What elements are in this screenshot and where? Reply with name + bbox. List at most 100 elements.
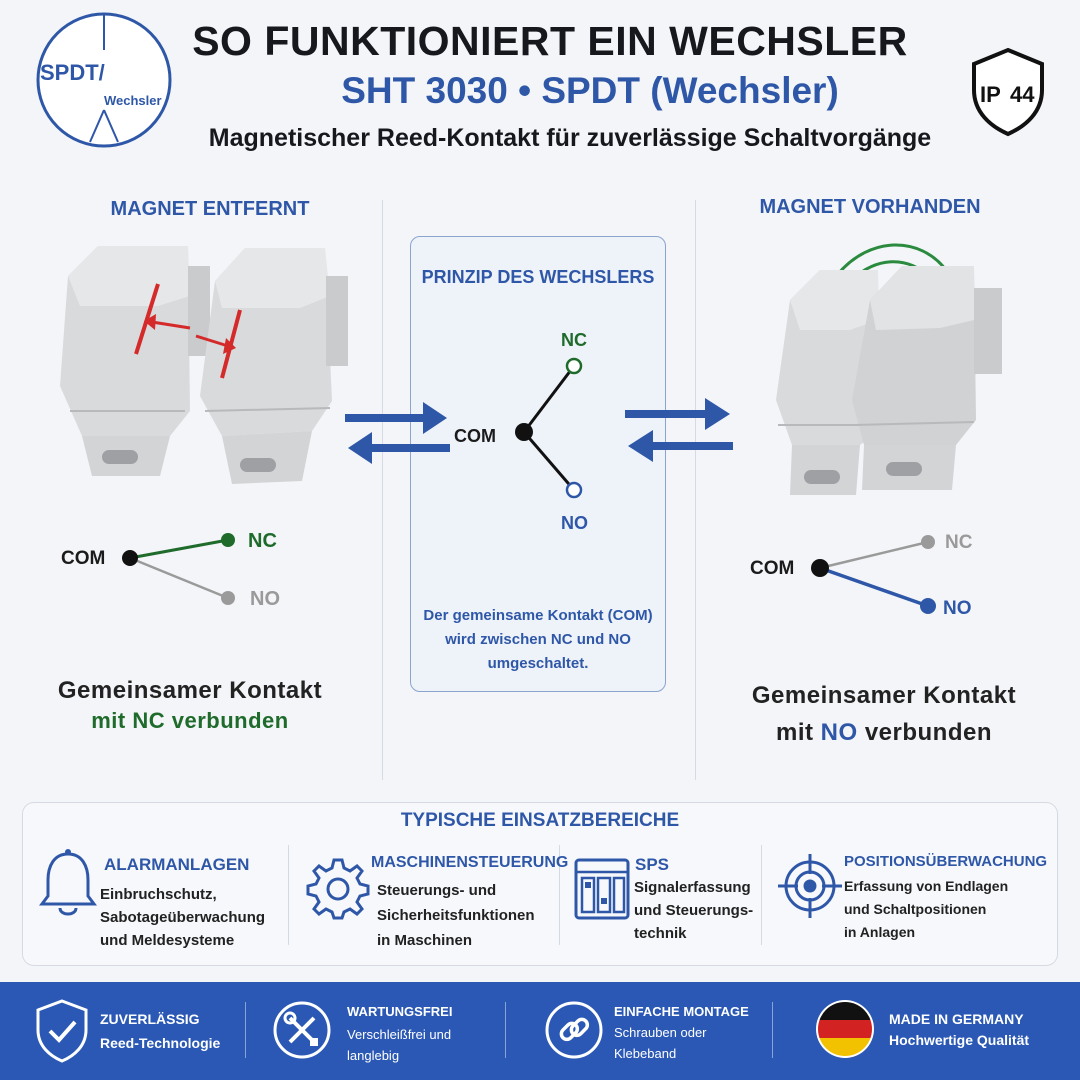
app-heading-machine: MASCHINENSTEUERUNG bbox=[371, 854, 569, 871]
column-divider-right bbox=[695, 200, 696, 780]
separation-arrow-right bbox=[195, 334, 236, 354]
center-nc-label: NC bbox=[561, 330, 587, 350]
com-node bbox=[122, 550, 138, 566]
right-state-highlight: NO bbox=[820, 719, 858, 746]
app-text-line: Einbruchschutz, bbox=[100, 886, 217, 903]
app-text-line: in Maschinen bbox=[377, 932, 473, 949]
spdt-logo: SPDT/ Wechsler bbox=[34, 10, 174, 150]
right-no-label: NO bbox=[943, 598, 972, 619]
magnet-removed-heading: MAGNET ENTFERNT bbox=[110, 198, 310, 220]
footer-text-line: langlebig bbox=[347, 1048, 400, 1063]
app-text-machine: Steuerungs- und Sicherheitsfunktionen in… bbox=[377, 878, 557, 953]
right-state-pre: mit bbox=[775, 719, 821, 746]
left-switch-diagram bbox=[40, 518, 360, 618]
shield-icon: IP 44 bbox=[972, 47, 1044, 137]
left-state-line1: Gemeinsamer Kontakt bbox=[57, 677, 323, 704]
right-state-line1: Gemeinsamer Kontakt bbox=[751, 682, 1017, 709]
center-no-label: NO bbox=[561, 513, 588, 533]
magnet-field-outer bbox=[836, 243, 948, 275]
magnet-marker-left bbox=[134, 283, 160, 355]
right-state-post: verbunden bbox=[857, 719, 993, 746]
app-heading-position: POSITIONSÜBERWACHUNG bbox=[844, 853, 1048, 870]
app-heading-sps: SPS bbox=[635, 855, 670, 874]
app-text-line: und Meldesysteme bbox=[100, 932, 235, 949]
app-text-line: Erfassung von Endlagen bbox=[844, 878, 1009, 894]
footer-text-maintenance: Verschleißfrei und langlebig bbox=[347, 1024, 451, 1066]
left-state-highlight: NC bbox=[132, 708, 166, 733]
logo-subtext: Wechsler bbox=[104, 93, 162, 108]
right-state-line2: mit NO verbunden bbox=[714, 714, 1054, 751]
footer-heading-reliable: ZUVERLÄSSIG bbox=[100, 1011, 200, 1027]
app-text-line: und Schaltpositionen bbox=[844, 901, 987, 917]
center-com-node bbox=[515, 423, 533, 441]
page-subtitle: SHT 3030 • SPDT (Wechsler) bbox=[341, 70, 839, 111]
footer-text-reliable: Reed-Technologie bbox=[100, 1035, 221, 1051]
app-text-line: Sabotageüberwachung bbox=[100, 909, 266, 926]
chain-link-icon bbox=[544, 1000, 604, 1060]
applications-heading: TYPISCHE EINSATZBEREICHE bbox=[400, 810, 680, 831]
app-text-line: Sicherheitsfunktionen bbox=[377, 907, 535, 924]
applications-divider bbox=[559, 845, 560, 945]
principle-description-line: Der gemeinsame Kontakt (COM) bbox=[423, 607, 653, 624]
right-com-label: COM bbox=[750, 558, 795, 579]
principle-description: Der gemeinsame Kontakt (COM) wird zwisch… bbox=[410, 604, 666, 676]
tools-icon bbox=[272, 1000, 332, 1060]
footer-divider bbox=[505, 1002, 506, 1058]
app-text-line: in Anlagen bbox=[844, 924, 916, 940]
left-state-text: Gemeinsamer Kontakt mit NC verbunden bbox=[20, 676, 360, 736]
germany-flag-icon bbox=[814, 998, 876, 1060]
principle-heading: PRINZIP DES WECHSLERS bbox=[421, 267, 655, 287]
app-text-line: Signalerfassung bbox=[634, 879, 751, 896]
footer-text-germany: Hochwertige Qualität bbox=[889, 1032, 1030, 1048]
footer-heading-maintenance: WARTUNGSFREI bbox=[347, 1004, 453, 1019]
magnet-present-heading: MAGNET VORHANDEN bbox=[759, 196, 981, 218]
principle-description-line: wird zwischen NC und NO bbox=[445, 631, 631, 648]
left-nc-label: NC bbox=[248, 530, 277, 552]
nc-node bbox=[221, 533, 235, 547]
page-tagline: Magnetischer Reed-Kontakt für zuverlässi… bbox=[208, 124, 932, 152]
app-text-line: und Steuerungs- bbox=[634, 902, 754, 919]
principle-description-line: umgeschaltet. bbox=[487, 655, 589, 672]
center-com-label: COM bbox=[454, 426, 496, 446]
right-state-text: Gemeinsamer Kontakt mit NO verbunden bbox=[714, 677, 1054, 751]
com-node bbox=[811, 559, 829, 577]
left-state-post: verbunden bbox=[165, 708, 289, 733]
switch-arrows-left bbox=[345, 400, 450, 466]
applications-divider bbox=[761, 845, 762, 945]
app-heading-alarm: ALARMANLAGEN bbox=[104, 855, 250, 874]
principle-switch-diagram bbox=[410, 330, 666, 530]
shield-check-icon bbox=[34, 998, 90, 1064]
center-nc-node bbox=[565, 357, 583, 375]
logo-text: SPDT/ bbox=[40, 60, 105, 85]
footer-divider bbox=[245, 1002, 246, 1058]
footer-heading-mounting: EINFACHE MONTAGE bbox=[614, 1004, 749, 1019]
footer-text-mounting: Schrauben oder Klebeband bbox=[614, 1022, 707, 1064]
plc-icon bbox=[574, 858, 630, 920]
page-title: SO FUNKTIONIERT EIN WECHSLER bbox=[192, 18, 908, 64]
app-text-position: Erfassung von Endlagen und Schaltpositio… bbox=[844, 875, 1044, 944]
right-nc-label: NC bbox=[945, 532, 973, 553]
ip-rating-badge: IP 44 bbox=[968, 46, 1048, 138]
nc-node bbox=[921, 535, 935, 549]
applications-panel bbox=[22, 802, 1058, 966]
sensor-joined-illustration bbox=[760, 240, 1020, 500]
left-no-label: NO bbox=[250, 588, 280, 610]
app-text-sps: Signalerfassung und Steuerungs- technik bbox=[634, 876, 762, 945]
right-switch-diagram bbox=[720, 520, 1040, 620]
spdt-logo-graphic: SPDT/ Wechsler bbox=[36, 12, 172, 148]
center-no-node bbox=[565, 481, 583, 499]
no-node bbox=[221, 591, 235, 605]
footer-text-line: Verschleißfrei und bbox=[347, 1027, 452, 1042]
footer-text-line: Klebeband bbox=[614, 1046, 677, 1061]
bell-icon bbox=[38, 846, 98, 924]
footer-text-line: Schrauben oder bbox=[614, 1025, 707, 1040]
ip-label: IP bbox=[980, 82, 1001, 107]
switch-arrows-right bbox=[625, 396, 733, 464]
footer-divider bbox=[772, 1002, 773, 1058]
footer-bar bbox=[0, 982, 1080, 1080]
app-text-alarm: Einbruchschutz, Sabotageüberwachung und … bbox=[100, 883, 285, 952]
column-divider-left bbox=[382, 200, 383, 780]
crosshair-icon bbox=[778, 854, 842, 918]
applications-divider bbox=[288, 845, 289, 945]
left-state-pre: mit bbox=[91, 708, 133, 733]
